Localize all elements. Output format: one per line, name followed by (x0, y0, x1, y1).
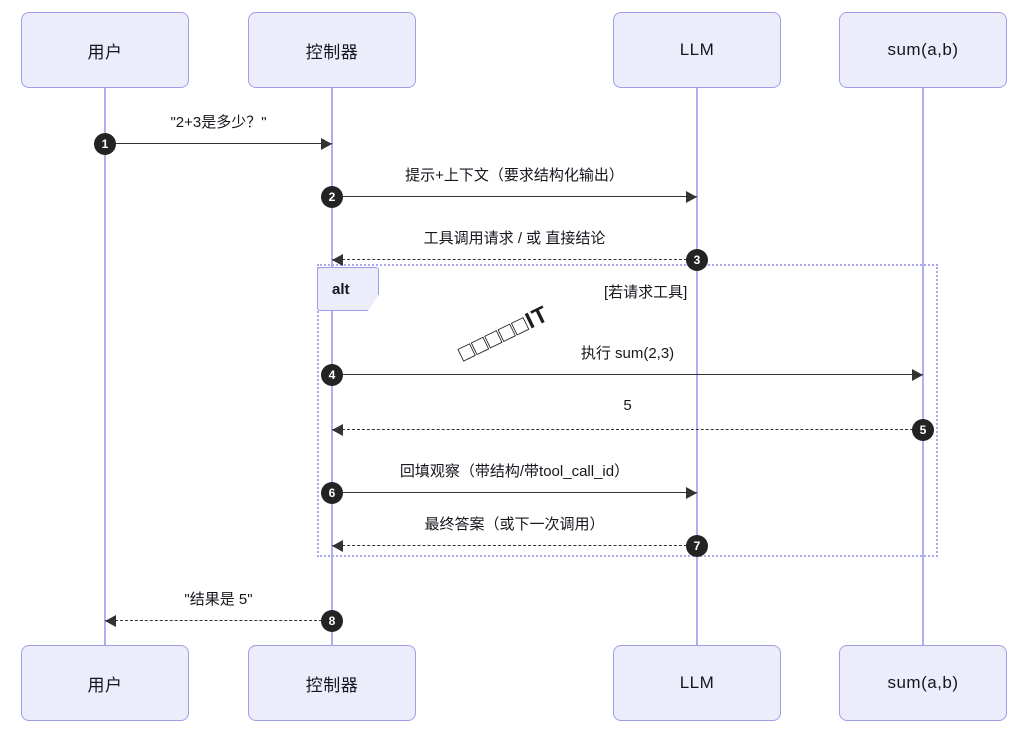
actor-box-llm-top[interactable]: LLM (613, 12, 781, 88)
message-arrowhead-6 (686, 487, 697, 499)
actor-label-user: 用户 (87, 675, 123, 695)
actor-box-user-bottom[interactable]: 用户 (21, 645, 189, 721)
message-sequence-badge-6: 6 (321, 482, 343, 504)
lifeline-user (104, 88, 106, 645)
message-label-6: 回填观察（带结构/带tool_call_id） (399, 463, 630, 480)
actor-box-controller-top[interactable]: 控制器 (248, 12, 416, 88)
message-label-2: 提示+上下文（要求结构化输出） (405, 167, 624, 184)
message-arrowhead-8 (105, 615, 116, 627)
message-label-1: "2+3是多少？" (170, 114, 267, 131)
message-arrowhead-3 (332, 254, 343, 266)
actor-box-tool-top[interactable]: sum(a,b) (839, 12, 1007, 88)
message-label-5: 5 (623, 397, 632, 414)
message-sequence-badge-7: 7 (686, 535, 708, 557)
actor-box-tool-bottom[interactable]: sum(a,b) (839, 645, 1007, 721)
actor-box-controller-bottom[interactable]: 控制器 (248, 645, 416, 721)
message-arrowhead-4 (912, 369, 923, 381)
message-line-3 (332, 259, 697, 260)
actor-label-llm: LLM (679, 673, 715, 692)
actor-label-controller: 控制器 (305, 675, 359, 695)
message-line-6 (332, 492, 697, 493)
message-sequence-badge-5: 5 (912, 419, 934, 441)
message-line-5 (332, 429, 923, 430)
lifeline-llm (696, 88, 698, 645)
message-sequence-badge-2: 2 (321, 186, 343, 208)
message-line-8 (105, 620, 332, 621)
message-arrowhead-5 (332, 424, 343, 436)
alt-fragment-condition: [若请求工具] (604, 284, 688, 301)
alt-fragment-frame (317, 264, 938, 557)
actor-box-user-top[interactable]: 用户 (21, 12, 189, 88)
message-sequence-badge-8: 8 (321, 610, 343, 632)
message-line-7 (332, 545, 697, 546)
actor-box-llm-bottom[interactable]: LLM (613, 645, 781, 721)
actor-label-tool: sum(a,b) (887, 40, 959, 59)
message-label-8: "结果是 5" (184, 591, 253, 608)
message-arrowhead-1 (321, 138, 332, 150)
message-line-1 (105, 143, 332, 144)
message-label-7: 最终答案（或下一次调用） (424, 516, 605, 533)
message-line-2 (332, 196, 697, 197)
alt-fragment-label: alt (317, 267, 379, 311)
lifeline-tool (922, 88, 924, 645)
actor-label-llm: LLM (679, 40, 715, 59)
message-arrowhead-2 (686, 191, 697, 203)
message-label-4: 执行 sum(2,3) (580, 345, 675, 362)
message-line-4 (332, 374, 923, 375)
message-sequence-badge-3: 3 (686, 249, 708, 271)
message-sequence-badge-4: 4 (321, 364, 343, 386)
actor-label-user: 用户 (87, 42, 123, 62)
message-sequence-badge-1: 1 (94, 133, 116, 155)
message-label-3: 工具调用请求 / 或 直接结论 (423, 230, 606, 247)
actor-label-controller: 控制器 (305, 42, 359, 62)
actor-label-tool: sum(a,b) (887, 673, 959, 692)
message-arrowhead-7 (332, 540, 343, 552)
